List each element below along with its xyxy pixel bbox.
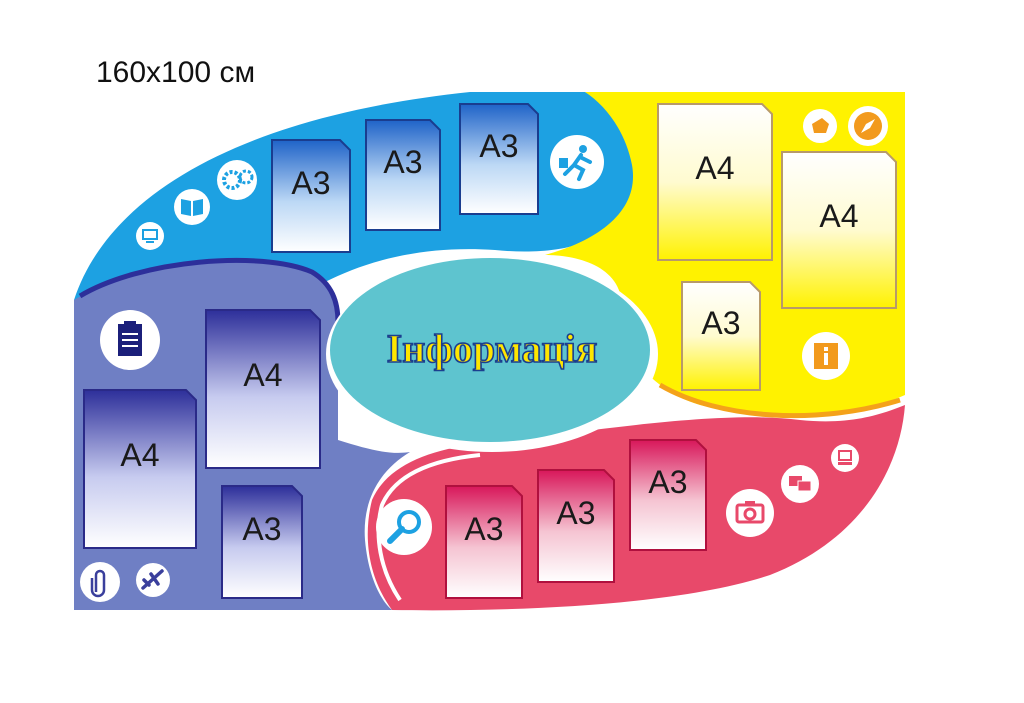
purple-panel-edge — [78, 257, 341, 323]
hand-icon — [803, 109, 837, 143]
computer-icon — [831, 444, 859, 472]
pocket-label: A3 — [242, 511, 281, 547]
red-panel-edge — [376, 453, 481, 602]
pocket-purple-1: A4 — [83, 389, 197, 549]
pocket-blue-2: A3 — [365, 119, 441, 231]
pocket-red-2: A3 — [537, 469, 615, 583]
pocket-label: A3 — [291, 165, 330, 201]
pocket-frame — [629, 439, 707, 551]
yellow-panel-edge — [658, 382, 901, 419]
board-title: Інформація — [387, 326, 598, 371]
pocket-frame — [205, 309, 321, 469]
pocket-frame — [221, 485, 303, 599]
pocket-label: A3 — [479, 128, 518, 164]
book-icon — [174, 189, 210, 225]
chat-icon — [781, 465, 819, 503]
pocket-label: A4 — [120, 437, 159, 473]
pocket-label: A4 — [695, 150, 734, 186]
pocket-label: A3 — [701, 305, 740, 341]
pocket-blue-1: A3 — [271, 139, 351, 253]
pocket-purple-3: A3 — [221, 485, 303, 599]
pocket-purple-2: A4 — [205, 309, 321, 469]
paperclip-icon — [80, 562, 120, 602]
compass-icon — [848, 106, 888, 146]
pocket-frame — [459, 103, 539, 215]
pocket-yellow-3: A3 — [681, 281, 761, 391]
pocket-label: A4 — [819, 198, 858, 234]
pocket-red-3: A3 — [629, 439, 707, 551]
pocket-red-1: A3 — [445, 485, 523, 599]
pocket-label: A4 — [243, 357, 282, 393]
airplane-icon — [136, 563, 170, 597]
pocket-frame — [681, 281, 761, 391]
pocket-label: A3 — [648, 464, 687, 500]
pocket-label: A3 — [464, 511, 503, 547]
pocket-blue-3: A3 — [459, 103, 539, 215]
clipboard-icon — [100, 310, 160, 370]
runner-icon — [550, 135, 604, 189]
pocket-frame — [537, 469, 615, 583]
pocket-yellow-2: A4 — [781, 151, 897, 309]
pocket-frame — [445, 485, 523, 599]
pocket-frame — [781, 151, 897, 309]
pocket-frame — [271, 139, 351, 253]
info-icon — [802, 332, 850, 380]
size-caption: 160x100 см — [96, 56, 256, 89]
icons — [80, 106, 888, 602]
pocket-frame — [657, 103, 773, 261]
monitor-icon — [136, 222, 164, 250]
gears-icon — [217, 160, 257, 200]
pocket-frame — [365, 119, 441, 231]
pocket-label: A3 — [556, 495, 595, 531]
pocket-frame — [83, 389, 197, 549]
pocket-label: A3 — [383, 144, 422, 180]
center-oval — [330, 258, 650, 442]
camera-icon — [726, 489, 774, 537]
magnifier-icon — [376, 499, 432, 555]
pocket-yellow-1: A4 — [657, 103, 773, 261]
